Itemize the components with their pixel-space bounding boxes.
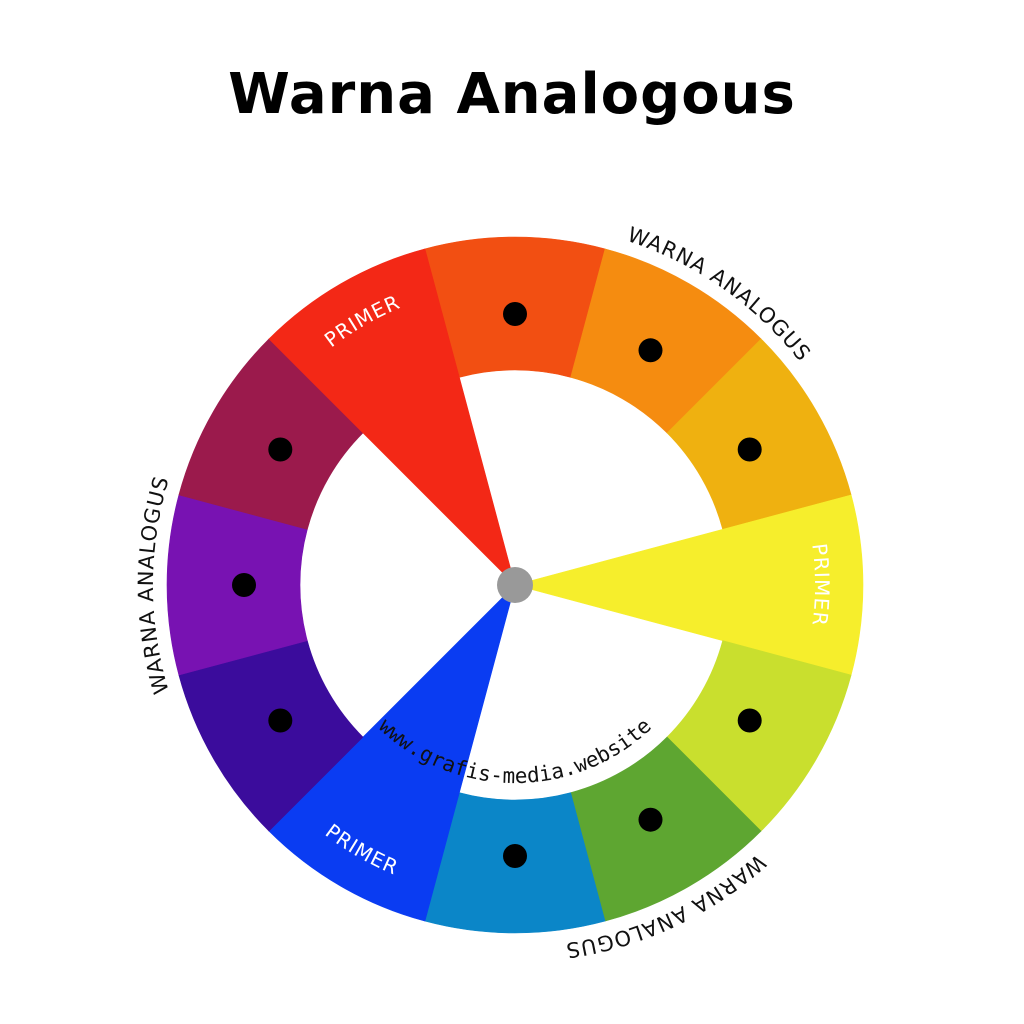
dot-icon: [638, 807, 663, 832]
page-title: Warna Analogous: [228, 62, 796, 127]
dot-icon: [503, 844, 527, 868]
segment-red: [268, 248, 516, 587]
segment-blue: [268, 583, 516, 922]
dot-icon: [737, 708, 762, 733]
segment-yellow: [513, 494, 864, 676]
dot-icon: [737, 437, 762, 462]
primary-label-yellow: PRIMER: [807, 542, 834, 628]
dot-icon: [268, 437, 293, 462]
dot-icon: [638, 338, 663, 363]
center-hub: [497, 567, 533, 603]
dot-icon: [268, 708, 293, 733]
dot-icon: [232, 573, 256, 597]
dot-icon: [503, 302, 527, 326]
